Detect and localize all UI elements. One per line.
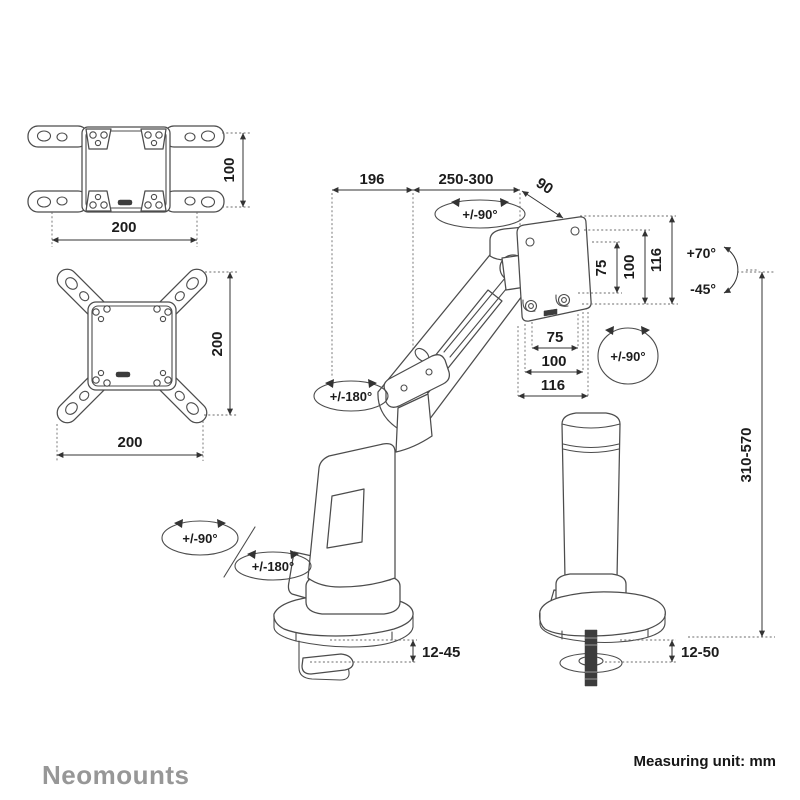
dimension-label-vesa-h75: 75 xyxy=(547,329,564,346)
rotation-indicator-vesa: +/-90° xyxy=(597,326,659,385)
construction-lines xyxy=(331,193,586,378)
rotation-indicator-head: +/-90° xyxy=(434,198,526,229)
vesa-adapter-x-drawing xyxy=(56,268,208,424)
dimension-label-vesa-v75: 75 xyxy=(593,260,610,277)
dimension-label-vesa-v100: 100 xyxy=(621,254,638,279)
grommet-pole-drawing xyxy=(538,412,666,687)
dimension-label-vesa-h116: 116 xyxy=(541,377,565,394)
dim-reach-rear: 196 xyxy=(332,171,413,194)
rotation-indicator-base-mast: +/-180° xyxy=(223,526,312,581)
dim-adapter-x-height: 200 xyxy=(204,271,237,416)
dimension-label-flat-height: 100 xyxy=(221,157,238,182)
rotation-indicator-elbow: +/-180° xyxy=(313,379,389,412)
rotation-indicator-base-swivel: +/-90° xyxy=(161,519,239,556)
dimension-label-vesa-v116: 116 xyxy=(648,248,665,272)
dim-grommet-thickness: 12-50 xyxy=(605,639,719,663)
dim-adapter-flat-height: 100 xyxy=(221,132,250,208)
dimension-label-250-300: 250-300 xyxy=(438,171,493,188)
rotation-label-base-mast: +/-180° xyxy=(252,559,294,574)
dimension-label-12-50: 12-50 xyxy=(681,644,719,661)
rotation-label-vesa: +/-90° xyxy=(610,349,645,364)
dim-height-range: 310-570 xyxy=(688,271,775,638)
tilt-label-up: +70° xyxy=(687,245,716,261)
measuring-unit-label: Measuring unit: mm xyxy=(633,753,776,770)
dimension-label-12-45: 12-45 xyxy=(422,644,460,661)
tilt-indicator: +70° -45° xyxy=(687,245,759,297)
dimension-label-90: 90 xyxy=(533,175,556,198)
vesa-adapter-flat-drawing xyxy=(27,125,225,213)
dimension-label-x-width: 200 xyxy=(117,434,142,451)
rotation-label-base-swivel: +/-90° xyxy=(182,531,217,546)
rotation-label-head: +/-90° xyxy=(462,207,497,222)
dim-vesa-horizontal: 75 100 116 xyxy=(517,312,589,400)
dim-adapter-x-width: 200 xyxy=(56,421,204,461)
dimension-label-vesa-h100: 100 xyxy=(541,353,566,370)
dim-reach-front: 250-300 xyxy=(413,171,520,194)
dimension-label-196: 196 xyxy=(359,171,384,188)
dimension-label-flat-width: 200 xyxy=(111,219,136,236)
dim-vesa-vertical: 75 100 116 xyxy=(578,215,678,305)
dimension-label-x-height: 200 xyxy=(209,331,226,356)
dim-adapter-flat-width: 200 xyxy=(51,212,198,247)
dim-clamp-thickness: 12-45 xyxy=(310,639,460,663)
rotation-label-elbow: +/-180° xyxy=(330,389,372,404)
dim-head-depth: 90 xyxy=(521,175,564,219)
tilt-label-down: -45° xyxy=(690,281,716,297)
monitor-arm-drawing xyxy=(273,216,592,681)
brand-logo: Neomounts xyxy=(42,760,190,790)
dimension-label-310-570: 310-570 xyxy=(738,427,755,482)
